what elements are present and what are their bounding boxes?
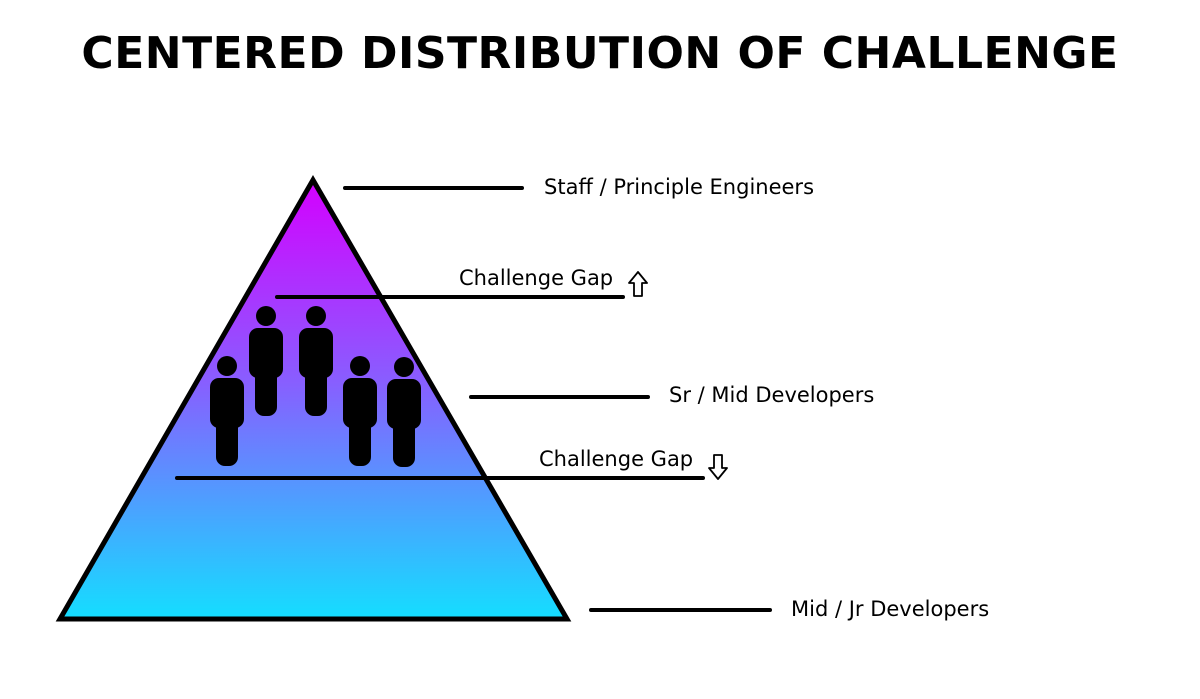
arrow-down-outline-icon — [708, 454, 728, 480]
label-staff: Staff / Principle Engineers — [544, 175, 814, 199]
label-gap-up: Challenge Gap — [459, 266, 613, 290]
arrow-up-outline-icon — [628, 271, 648, 297]
diagram-title: CENTERED DISTRIBUTION OF CHALLENGE — [81, 28, 1119, 79]
label-middle: Sr / Mid Developers — [669, 383, 874, 407]
label-bottom: Mid / Jr Developers — [791, 597, 989, 621]
label-gap-down: Challenge Gap — [539, 447, 693, 471]
